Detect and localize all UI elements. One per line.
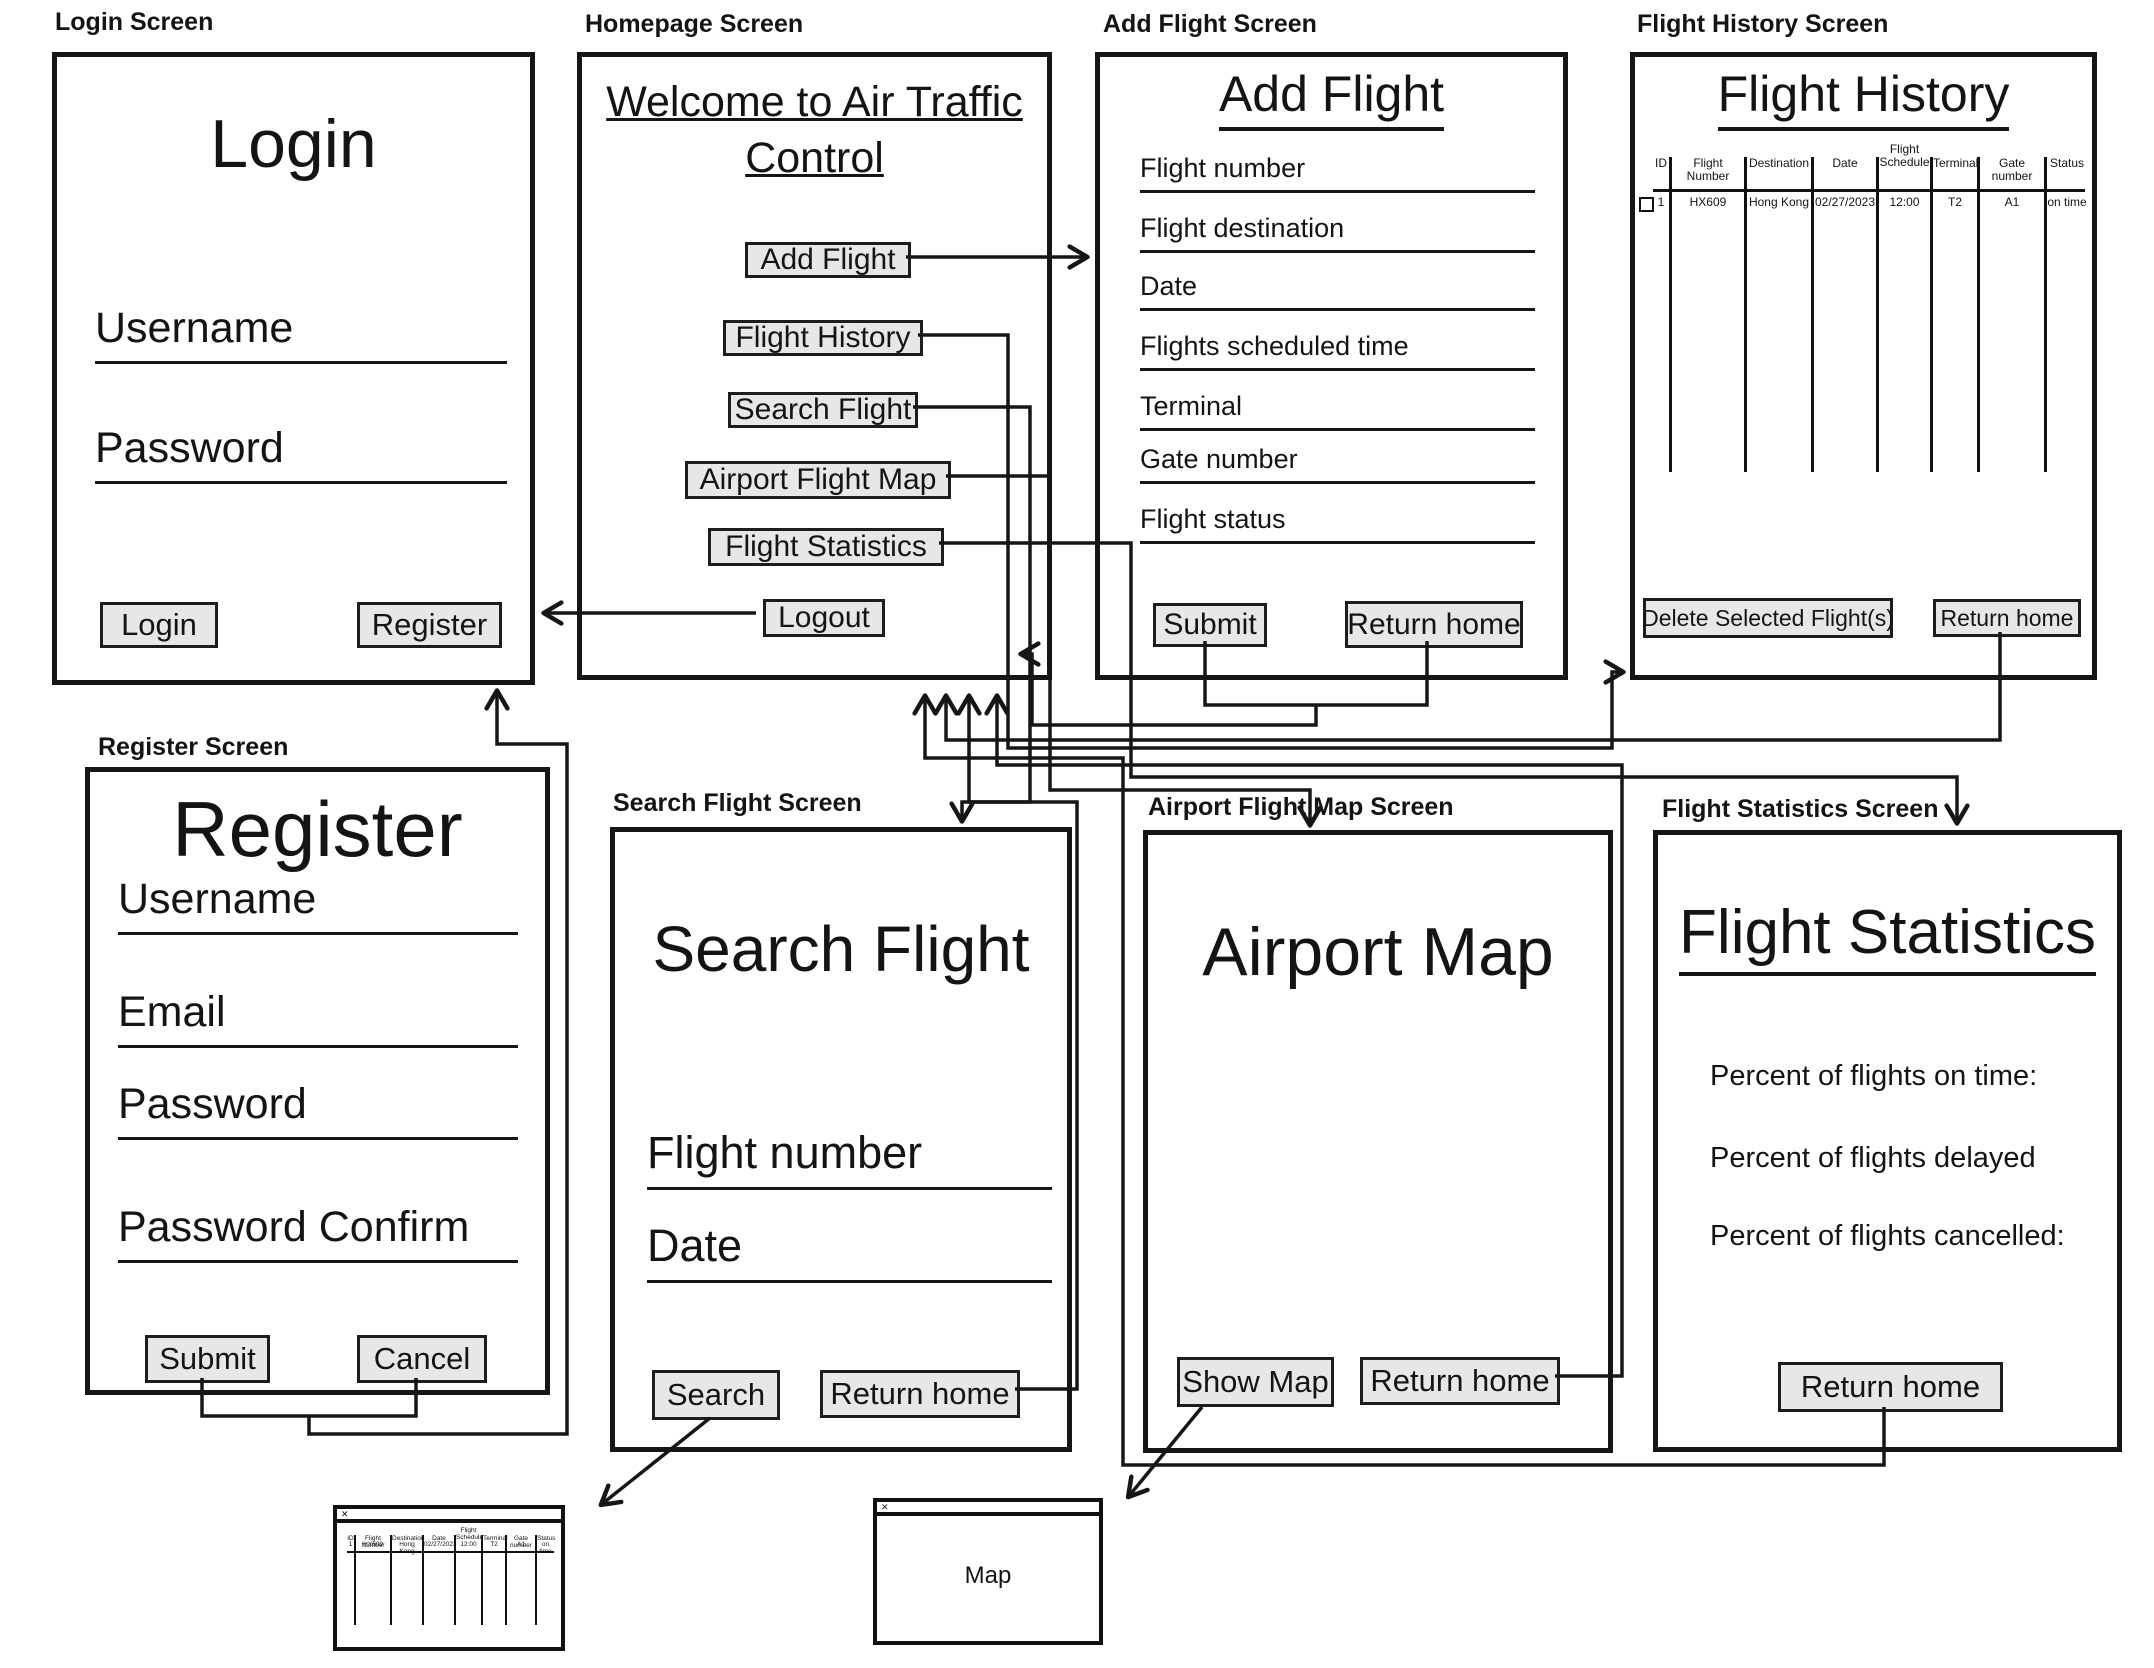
add-flight-screen: Add Flight Flight number Flight destinat… (1095, 52, 1568, 680)
register-title: Register (172, 785, 463, 873)
register-screen: Register Username Email Password Passwor… (85, 767, 550, 1395)
register-button[interactable]: Register (357, 602, 502, 648)
homepage-logout-button[interactable]: Logout (763, 599, 885, 637)
map-placeholder-text: Map (964, 1562, 1012, 1589)
flights-scheduled-time-field[interactable]: Flights scheduled time (1140, 327, 1535, 371)
flight-statistics-title: Flight Statistics (1658, 897, 2117, 976)
flight-statistics-screen-label: Flight Statistics Screen (1662, 795, 1939, 823)
homepage-search-flight-button[interactable]: Search Flight (728, 392, 918, 428)
register-email-field[interactable]: Email (118, 988, 518, 1048)
popup-titlebar: ✕ (337, 1509, 561, 1523)
login-title: Login (210, 106, 377, 182)
homepage-screen-label: Homepage Screen (585, 10, 804, 38)
popup-titlebar: ✕ (877, 1502, 1099, 1516)
register-screen-label: Register Screen (98, 733, 289, 761)
register-username-field[interactable]: Username (118, 875, 518, 935)
airport-map-title: Airport Map (1202, 914, 1554, 990)
flight-statistics-screen: Flight Statistics Percent of flights on … (1653, 830, 2122, 1452)
map-popup: ✕ Map (873, 1498, 1103, 1645)
airport-flight-map-screen-label: Airport Flight Map Screen (1148, 793, 1454, 821)
gate-number-field[interactable]: Gate number (1140, 440, 1535, 484)
flight-number-field[interactable]: Flight number (1140, 149, 1535, 193)
percent-delayed-line: Percent of flights delayed (1710, 1142, 2036, 1174)
register-password-field[interactable]: Password (118, 1080, 518, 1140)
search-flight-screen: Search Flight Flight number Date Search … (610, 827, 1072, 1452)
login-screen: Login Username Password Login Register (52, 52, 535, 685)
close-icon[interactable]: ✕ (881, 1501, 889, 1512)
homepage-airport-flight-map-button[interactable]: Airport Flight Map (685, 461, 951, 499)
add-flight-title: Add Flight (1100, 65, 1563, 131)
airport-flight-map-screen: Airport Map Show Map Return home (1143, 830, 1613, 1453)
search-flight-number-field[interactable]: Flight number (647, 1127, 1052, 1190)
search-return-home-button[interactable]: Return home (820, 1370, 1020, 1418)
flight-statistics-return-home-button[interactable]: Return home (1778, 1362, 2003, 1412)
search-date-field[interactable]: Date (647, 1220, 1052, 1283)
username-field[interactable]: Username (95, 300, 507, 364)
terminal-field[interactable]: Terminal (1140, 387, 1535, 431)
flight-destination-field[interactable]: Flight destination (1140, 209, 1535, 253)
table-header-rule (1653, 189, 2085, 192)
add-flight-return-home-button[interactable]: Return home (1345, 601, 1523, 648)
register-cancel-button[interactable]: Cancel (357, 1335, 487, 1383)
flight-history-title: Flight History (1635, 65, 2092, 131)
search-flight-title: Search Flight (652, 913, 1030, 985)
add-flight-screen-label: Add Flight Screen (1103, 10, 1317, 38)
search-button[interactable]: Search (652, 1370, 780, 1420)
register-submit-button[interactable]: Submit (145, 1335, 270, 1383)
flight-status-field[interactable]: Flight status (1140, 500, 1535, 544)
delete-selected-flights-button[interactable]: Delete Selected Flight(s) (1642, 598, 1894, 638)
date-field[interactable]: Date (1140, 267, 1535, 311)
password-field[interactable]: Password (95, 420, 507, 484)
row-checkbox[interactable] (1639, 197, 1654, 212)
flight-history-screen-label: Flight History Screen (1637, 10, 1889, 38)
homepage-flight-history-button[interactable]: Flight History (723, 320, 923, 356)
homepage-add-flight-button[interactable]: Add Flight (745, 242, 911, 278)
search-flight-screen-label: Search Flight Screen (613, 789, 862, 817)
add-flight-submit-button[interactable]: Submit (1153, 603, 1267, 647)
login-button[interactable]: Login (100, 602, 218, 648)
percent-cancelled-line: Percent of flights cancelled: (1710, 1220, 2065, 1252)
homepage-title: Welcome to Air Traffic Control (606, 78, 1023, 182)
airport-map-return-home-button[interactable]: Return home (1360, 1357, 1560, 1405)
homepage-flight-statistics-button[interactable]: Flight Statistics (708, 528, 944, 566)
percent-on-time-line: Percent of flights on time: (1710, 1060, 2038, 1092)
flight-history-return-home-button[interactable]: Return home (1933, 599, 2081, 637)
homepage-screen: Welcome to Air Traffic Control Add Fligh… (577, 52, 1052, 680)
show-map-button[interactable]: Show Map (1177, 1357, 1334, 1407)
close-icon[interactable]: ✕ (341, 1508, 349, 1519)
register-password-confirm-field[interactable]: Password Confirm (118, 1203, 518, 1263)
login-screen-label: Login Screen (55, 8, 214, 36)
